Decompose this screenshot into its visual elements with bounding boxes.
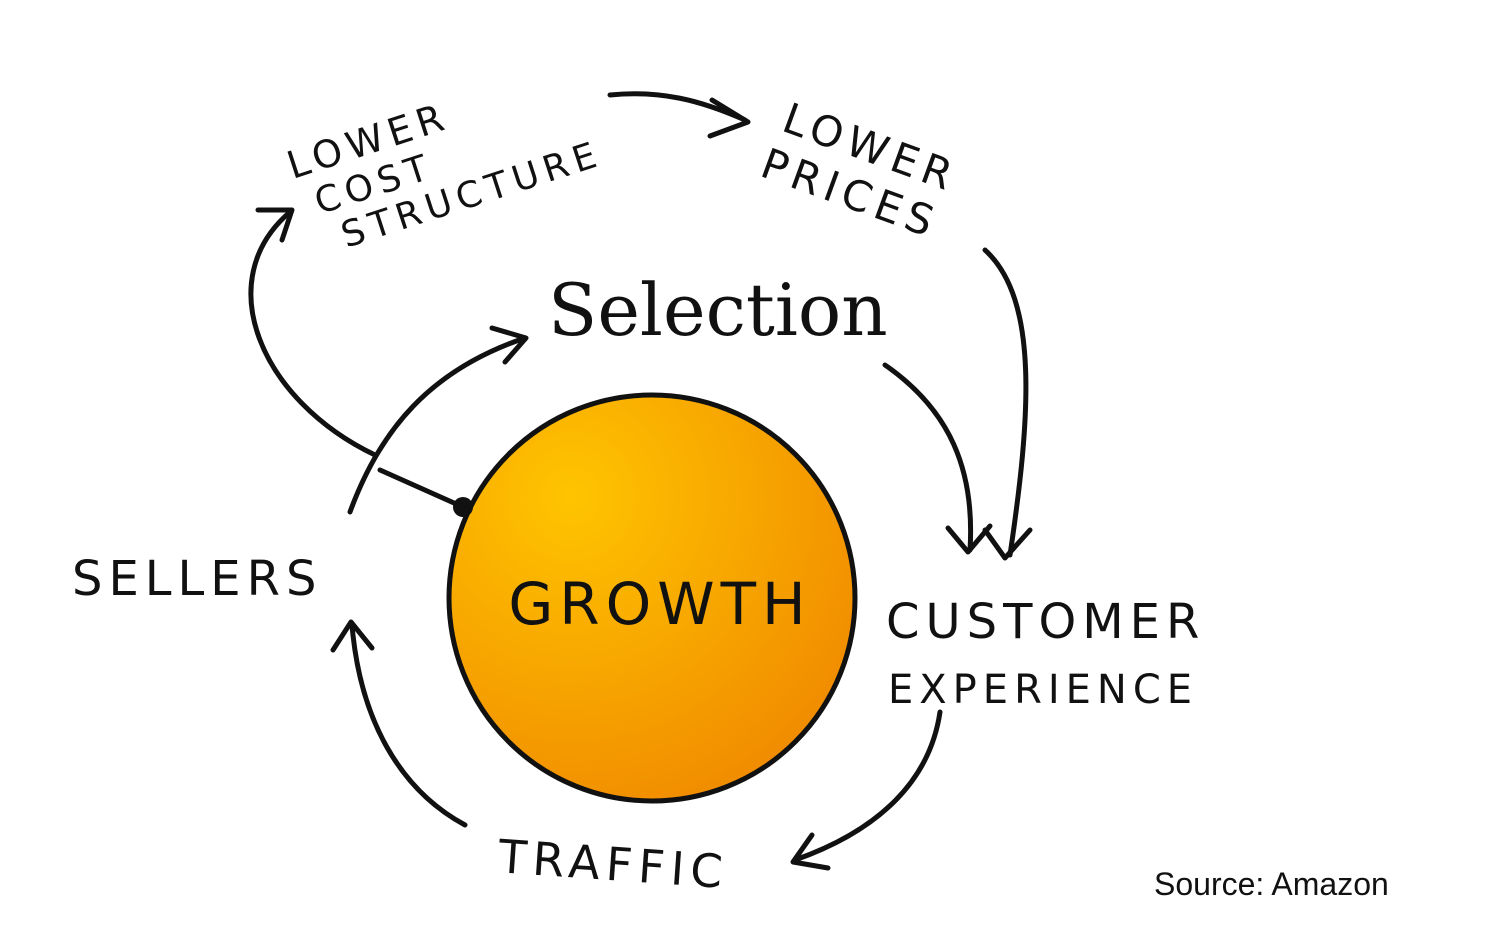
node-selection: Selection	[548, 268, 888, 352]
sellers-to-growth-line	[377, 467, 466, 510]
growth-label: GROWTH	[508, 570, 811, 638]
node-lower-cost-structure: LOWER COST STRUCTURE	[282, 94, 608, 256]
arrow-traffic-to-sellers	[330, 619, 468, 828]
arrow-cost-to-prices	[607, 91, 751, 139]
source-caption: Source: Amazon	[1154, 866, 1389, 902]
node-lower-prices: LOWER PRICES	[755, 93, 965, 248]
growth-circle	[446, 392, 858, 804]
arrow-sellers-to-selection	[347, 325, 529, 515]
node-sellers: SELLERS	[72, 551, 322, 607]
arrow-sellers-to-cost	[248, 207, 378, 458]
node-customer-line-2: EXPERIENCE	[888, 667, 1198, 713]
arrow-selection-to-customer	[882, 362, 993, 555]
arrow-prices-to-customer	[982, 247, 1033, 561]
node-customer-line-1: CUSTOMER	[886, 594, 1205, 650]
arrow-customer-to-traffic	[790, 709, 943, 871]
node-traffic: TRAFFIC	[496, 829, 730, 899]
